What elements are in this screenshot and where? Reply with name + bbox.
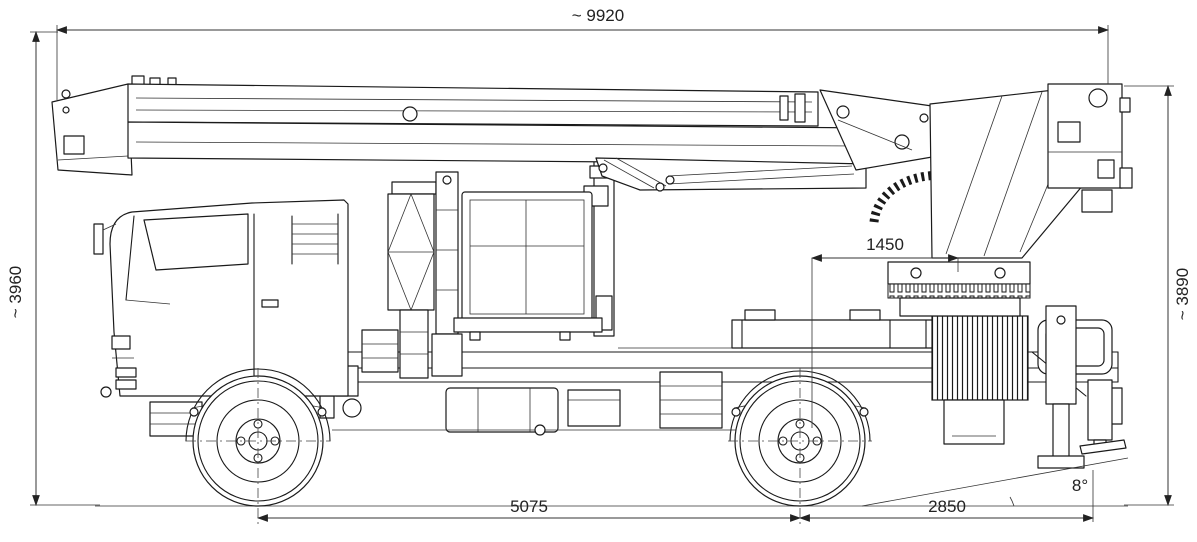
headlight (111, 335, 131, 350)
dim-overall-length-label: ~ 9920 (572, 6, 624, 25)
dim-rear-overhang: 2850 (798, 470, 1095, 522)
cab (93, 199, 349, 442)
truck-drawing (51, 75, 1133, 524)
dim-height-left: ~ 3960 (6, 30, 100, 507)
dimension-annotations: ~ 9920 ~ 3960 ~ 3890 1450 5075 (6, 6, 1192, 522)
dim-turret-offset-label: 1450 (866, 235, 904, 254)
pedestal-turret (887, 83, 1133, 317)
boom-assembly (51, 75, 997, 251)
dim-height-right: ~ 3890 (1124, 84, 1192, 507)
dim-height-right-label: ~ 3890 (1173, 268, 1192, 320)
dim-rear-overhang-label: 2850 (928, 497, 966, 516)
slew-ring-teeth (887, 283, 1031, 299)
dim-departure-angle-label: 8° (1072, 476, 1088, 495)
mirror (93, 223, 104, 255)
dim-turret-offset: 1450 (810, 235, 960, 428)
work-basket (453, 146, 619, 341)
dim-departure-angle: 8° (861, 457, 1129, 507)
dim-wheelbase-label: 5075 (510, 497, 548, 516)
dim-overall-length: ~ 9920 (55, 6, 1110, 100)
outriggers (1031, 305, 1127, 469)
radiator-hatch (931, 315, 1029, 401)
dim-height-left-label: ~ 3960 (6, 266, 25, 318)
front-wheel (186, 368, 330, 524)
boom-rest-mast (387, 171, 463, 379)
dim-wheelbase: 5075 (256, 497, 802, 522)
rear-wheel (728, 368, 872, 524)
